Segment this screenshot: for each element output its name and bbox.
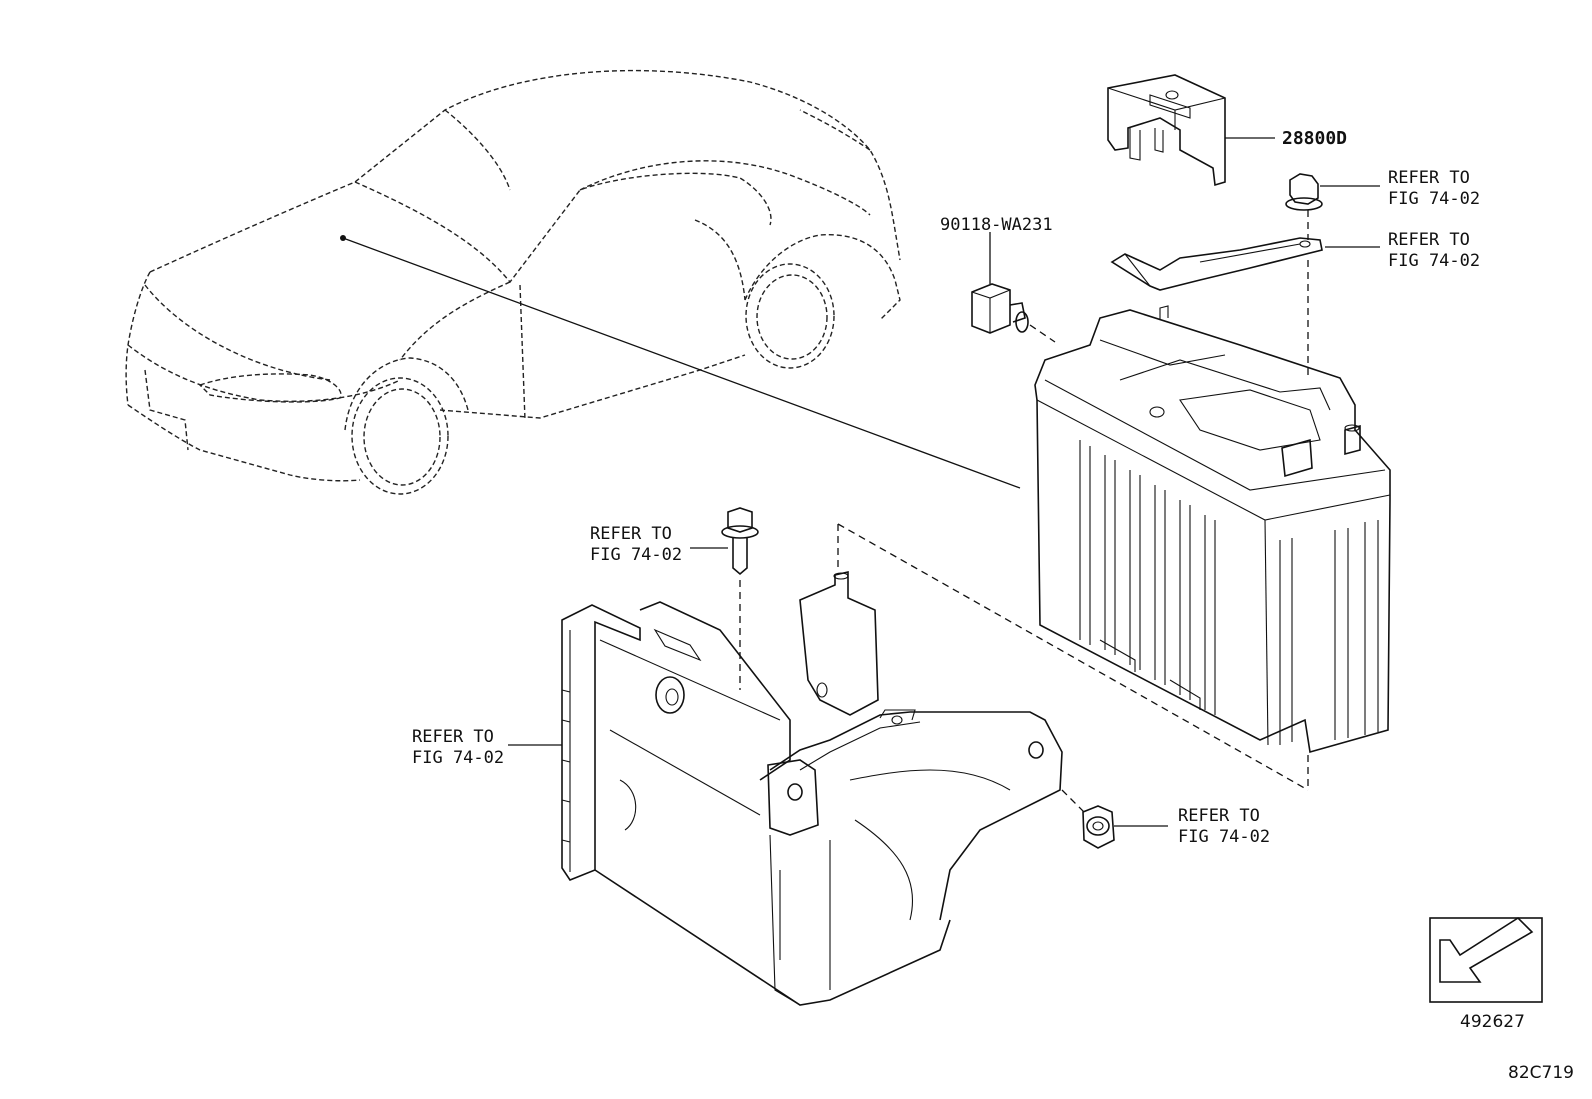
bolt-left-refer-line1: REFER TO bbox=[590, 524, 672, 544]
bolt-left-refer-label: REFER TO FIG 74-02 bbox=[590, 524, 682, 566]
nut-refer-line1: REFER TO bbox=[1388, 168, 1470, 188]
clamp-refer-line2: FIG 74-02 bbox=[1388, 251, 1481, 271]
view-direction-box bbox=[1429, 916, 1543, 1003]
sensor-part-number: 90118-WA231 bbox=[940, 215, 1053, 235]
bolt-right-refer-label: REFER TO FIG 74-02 bbox=[1178, 806, 1270, 848]
clamp-part bbox=[1110, 237, 1323, 291]
tray-refer-label: REFER TO FIG 74-02 bbox=[412, 727, 504, 769]
battery-tray-part bbox=[561, 570, 1063, 1006]
bolt-left-part bbox=[721, 507, 759, 576]
bolt-right-part bbox=[1082, 805, 1115, 849]
nut-part bbox=[1285, 173, 1323, 211]
figure-code: 82C719 bbox=[1508, 1063, 1574, 1083]
vehicle-leader-line bbox=[342, 237, 1021, 489]
nut-refer-line2: FIG 74-02 bbox=[1388, 189, 1481, 209]
tray-refer-line1: REFER TO bbox=[412, 727, 494, 747]
tray-refer-line2: FIG 74-02 bbox=[412, 748, 505, 768]
bolt-left-refer-line2: FIG 74-02 bbox=[590, 545, 683, 565]
battery-part bbox=[1034, 305, 1391, 754]
battery-cover-part bbox=[1107, 74, 1226, 187]
vehicle-outline bbox=[125, 69, 901, 495]
bolt-right-refer-line2: FIG 74-02 bbox=[1178, 827, 1271, 847]
view-box-number: 492627 bbox=[1460, 1012, 1525, 1032]
clamp-refer-label: REFER TO FIG 74-02 bbox=[1388, 230, 1480, 272]
clamp-refer-line1: REFER TO bbox=[1388, 230, 1470, 250]
nut-refer-label: REFER TO FIG 74-02 bbox=[1388, 168, 1480, 210]
bolt-right-refer-line1: REFER TO bbox=[1178, 806, 1260, 826]
cover-part-number: 28800D bbox=[1282, 128, 1348, 149]
sensor-part bbox=[971, 283, 1029, 334]
